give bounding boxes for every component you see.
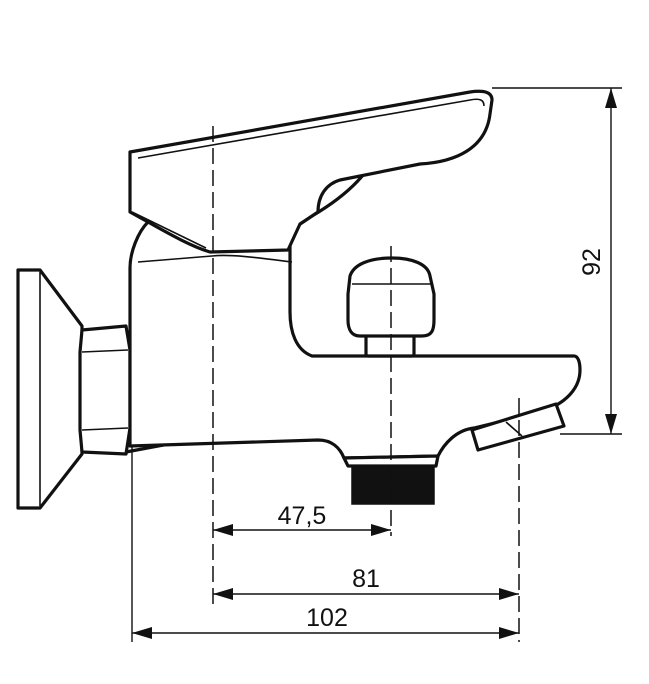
arrow-head <box>132 627 152 639</box>
center-lines <box>212 126 520 642</box>
dimension-offset-outlet: 47,5 <box>213 502 391 536</box>
dimension-offset-outlet-label: 47,5 <box>278 502 327 530</box>
dimension-overall-length-label: 102 <box>306 604 348 632</box>
hexagon-nut <box>78 324 132 456</box>
arrow-head <box>213 588 233 600</box>
dimension-overall-length: 102 <box>132 604 519 639</box>
arrow-head <box>213 524 233 536</box>
arrow-head <box>605 414 617 434</box>
dimension-height-label: 92 <box>578 248 606 276</box>
dimension-height: 92 <box>578 88 617 434</box>
dimension-offset-spout: 81 <box>213 565 519 600</box>
lever-handle <box>128 89 494 254</box>
arrow-head <box>499 588 519 600</box>
wall-flange <box>16 268 84 510</box>
dimension-offset-spout-label: 81 <box>352 565 380 593</box>
arrow-head <box>605 88 617 108</box>
arrow-head <box>499 627 519 639</box>
threaded-outlet <box>342 454 440 505</box>
arrow-head <box>371 524 391 536</box>
